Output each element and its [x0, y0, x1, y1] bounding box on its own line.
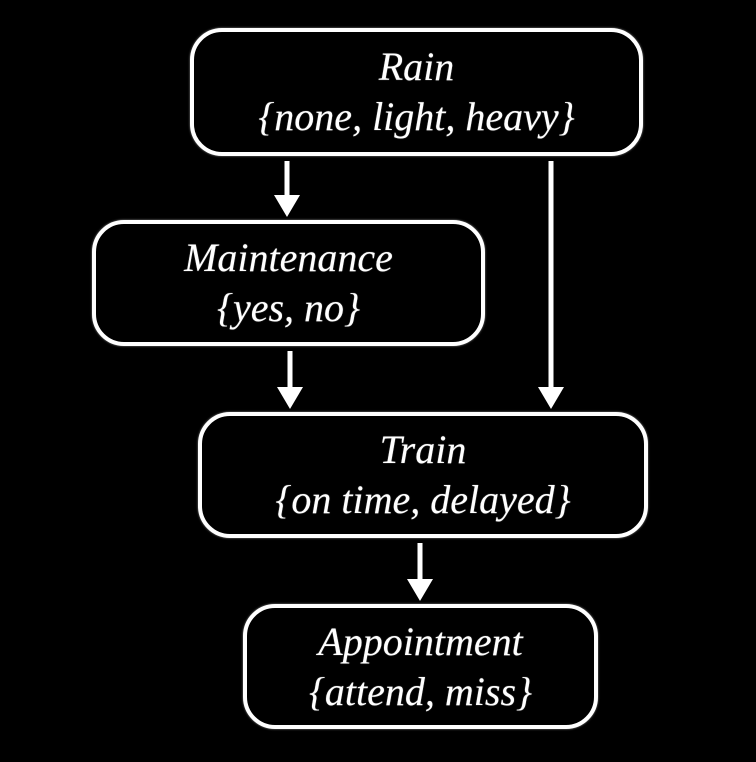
node-rain-title: Rain: [378, 44, 455, 89]
node-maintenance-title: Maintenance: [184, 235, 393, 280]
edge-train-to-appointment: [407, 543, 433, 601]
edge-maintenance-to-train: [277, 351, 303, 409]
node-appointment: Appointment{attend, miss}: [243, 604, 598, 729]
edge-rain-to-train: [538, 161, 564, 409]
node-rain-values: {none, light, heavy}: [258, 94, 575, 139]
node-appointment-values: {attend, miss}: [308, 668, 533, 714]
node-train: Train {on time, delayed}: [198, 412, 648, 538]
edge-rain-to-maintenance: [274, 161, 300, 217]
node-train-values: {on time, delayed}: [275, 477, 571, 522]
node-maintenance-values: {yes, no}: [216, 285, 361, 330]
arrowhead: [277, 387, 303, 409]
node-train-title: Train: [379, 427, 467, 472]
node-rain: Rain {none, light, heavy}: [190, 28, 643, 156]
arrowhead: [407, 579, 433, 601]
arrowhead: [274, 195, 300, 217]
node-maintenance: Maintenance {yes, no}: [92, 220, 485, 346]
node-appointment-title: Appointment: [318, 618, 523, 664]
arrowhead: [538, 387, 564, 409]
